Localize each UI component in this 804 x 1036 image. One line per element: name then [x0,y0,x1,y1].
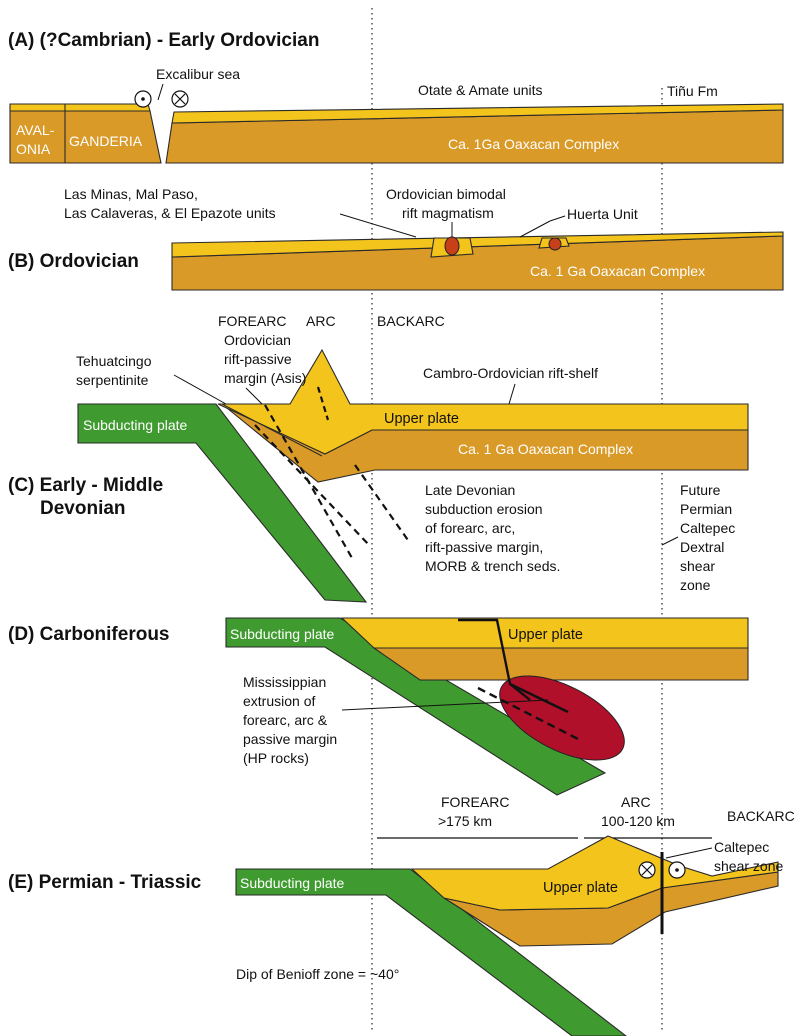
subducting-plate-d [225,617,607,796]
caltepec-label-2: shear zone [714,858,783,874]
panel-b-units-label-1: Las Minas, Mal Paso, [64,186,198,202]
arc-label-c: ARC [306,313,336,329]
excalibur-sea-label: Excalibur sea [156,66,240,82]
avalonia-ganderia-cover [9,103,151,112]
forearc-label-c: FOREARC [218,313,286,329]
panel-b-heading: (B) Ordovician [8,251,139,272]
mississippian-leader [341,699,549,711]
mississippian-label-2: extrusion of [243,693,315,709]
upper-plate-label-c: Upper plate [384,411,459,427]
panel-d: (D) Carboniferous Subducting plate Upper… [8,617,749,796]
huerta-label: Huerta Unit [567,206,638,222]
future-leader [661,536,679,546]
rift-shelf-label: Cambro-Ordovician rift-shelf [423,365,598,381]
backarc-label-e: BACKARC [727,808,795,824]
ganderia-label: GANDERIA [69,133,143,149]
panel-d-heading: (D) Carboniferous [8,624,170,645]
upper-plate-e [410,835,779,911]
extrusion-dash-d [477,686,581,742]
benioff-label: Dip of Benioff zone = ~40° [236,966,399,982]
erosion-dash-2 [254,424,371,547]
oaxacan-complex-label-a: Ca. 1Ga Oaxacan Complex [448,136,619,152]
oaxacan-complex-label-b: Ca. 1 Ga Oaxacan Complex [530,263,705,279]
erosion-dash-3 [316,386,330,421]
tehuatcingo-label-1: Tehuatcingo [76,353,152,369]
bimodal-rift-intrusion [444,236,460,256]
out-of-page-dot-e [675,868,679,872]
mississippian-label-4: passive margin [243,731,337,747]
panel-b-units-label-2: Las Calaveras, & El Epazote units [64,205,276,221]
erosion-label-4: rift-passive margin, [425,539,543,555]
erosion-dash-4 [354,464,411,544]
panel-c: (C) Early - Middle Devonian FOREARC ARC … [8,313,749,603]
future-label-6: zone [680,577,711,593]
avalonia-label-2: ONIA [16,141,51,157]
forearc-wedge-line [221,403,323,457]
upper-plate-label-d: Upper plate [508,627,583,643]
tinu-label: Tiñu Fm [667,83,718,99]
forearc-width-label: >175 km [438,813,492,829]
subducting-plate-label-c: Subducting plate [83,417,188,433]
tehuatcingo-label-2: serpentinite [76,372,149,388]
erosion-label-3: of forearc, arc, [425,520,515,536]
backarc-label-c: BACKARC [377,313,445,329]
panel-e: (E) Permian - Triassic FOREARC >175 km A… [8,794,795,1036]
erosion-label-2: subduction erosion [425,501,543,517]
rift-cover-b [171,231,784,258]
upper-plate-d [340,617,749,649]
mississippian-label-3: forearc, arc & [243,712,328,728]
future-label-5: shear [680,558,715,574]
subducting-plate-c [77,403,368,603]
ordovician-label-3: margin (Asis) [224,370,306,386]
upper-plate-c [217,348,749,455]
otate-amate-label: Otate & Amate units [418,82,543,98]
otate-amate-cover [171,103,784,124]
panel-e-heading: (E) Permian - Triassic [8,872,202,893]
panel-a-heading: (A) (?Cambrian) - Early Ordovician [8,30,319,51]
huerta-unit-intrusion [548,237,562,251]
mississippian-label-1: Mississippian [243,674,326,690]
mississippian-label-5: (HP rocks) [243,750,309,766]
future-label-1: Future [680,482,721,498]
into-page-cross-e2 [641,864,653,876]
future-label-4: Dextral [680,539,724,555]
excalibur-sea-leader [157,83,164,101]
oaxacan-complex-block-d [372,647,749,681]
future-label-2: Permian [680,501,732,517]
oaxacan-complex-label-c: Ca. 1 Ga Oaxacan Complex [458,441,633,457]
caltepec-leader [665,847,713,859]
panel-c-heading-1: (C) Early - Middle [8,475,163,496]
ordovician-leader [245,387,263,405]
panel-c-heading-2: Devonian [40,498,126,519]
panel-a: (A) (?Cambrian) - Early Ordovician AVAL-… [8,30,784,164]
panel-b: (B) Ordovician Las Minas, Mal Paso, Las … [8,186,784,291]
ordovician-label-2: rift-passive [224,351,292,367]
units-leader [339,213,417,238]
huerta-leader-1 [519,220,551,238]
erosion-label-5: MORB & trench seds. [425,558,560,574]
forearc-label-e: FOREARC [441,794,509,810]
avalonia-label-1: AVAL- [16,122,55,138]
upper-plate-label-e: Upper plate [543,880,618,896]
bimodal-label-1: Ordovician bimodal [386,186,506,202]
hp-rocks-extrusion [499,675,625,761]
subducting-plate-label-e: Subducting plate [240,875,345,891]
arc-label-e: ARC [621,794,651,810]
bimodal-label-2: rift magmatism [402,205,494,221]
extrusion-fault [458,618,531,701]
rift-shelf-leader [508,383,516,405]
huerta-leader-2 [549,215,566,222]
subducting-plate-e [235,868,627,1036]
caltepec-label-1: Caltepec [714,839,769,855]
ordovician-label-1: Ordovician [224,332,291,348]
out-of-page-dot-a [141,97,145,101]
tehuatcingo-leader [173,374,227,405]
future-label-3: Caltepec [680,520,735,536]
extrusion-fault-lower [509,682,569,714]
arc-width-label: 100-120 km [601,813,675,829]
erosion-label-1: Late Devonian [425,482,515,498]
subducting-plate-label-d: Subducting plate [230,626,335,642]
into-page-cross-2 [174,93,186,105]
